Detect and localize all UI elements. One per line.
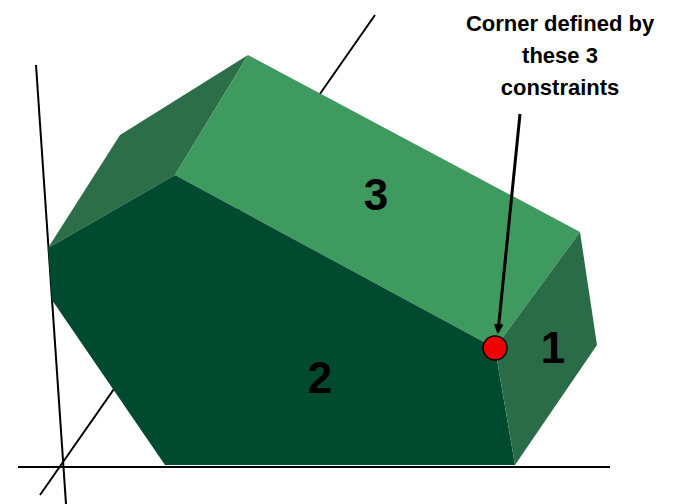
face-number: 3 (364, 173, 388, 217)
constraint-line (18, 466, 610, 468)
face-number: 2 (308, 356, 332, 400)
face-number: 1 (541, 326, 565, 370)
callout-text: Corner defined by these 3 constraints (465, 8, 655, 104)
polyhedron-face (48, 175, 515, 465)
corner-dot (483, 336, 507, 360)
callout-arrow (498, 114, 520, 332)
polyhedron-face (495, 232, 597, 465)
